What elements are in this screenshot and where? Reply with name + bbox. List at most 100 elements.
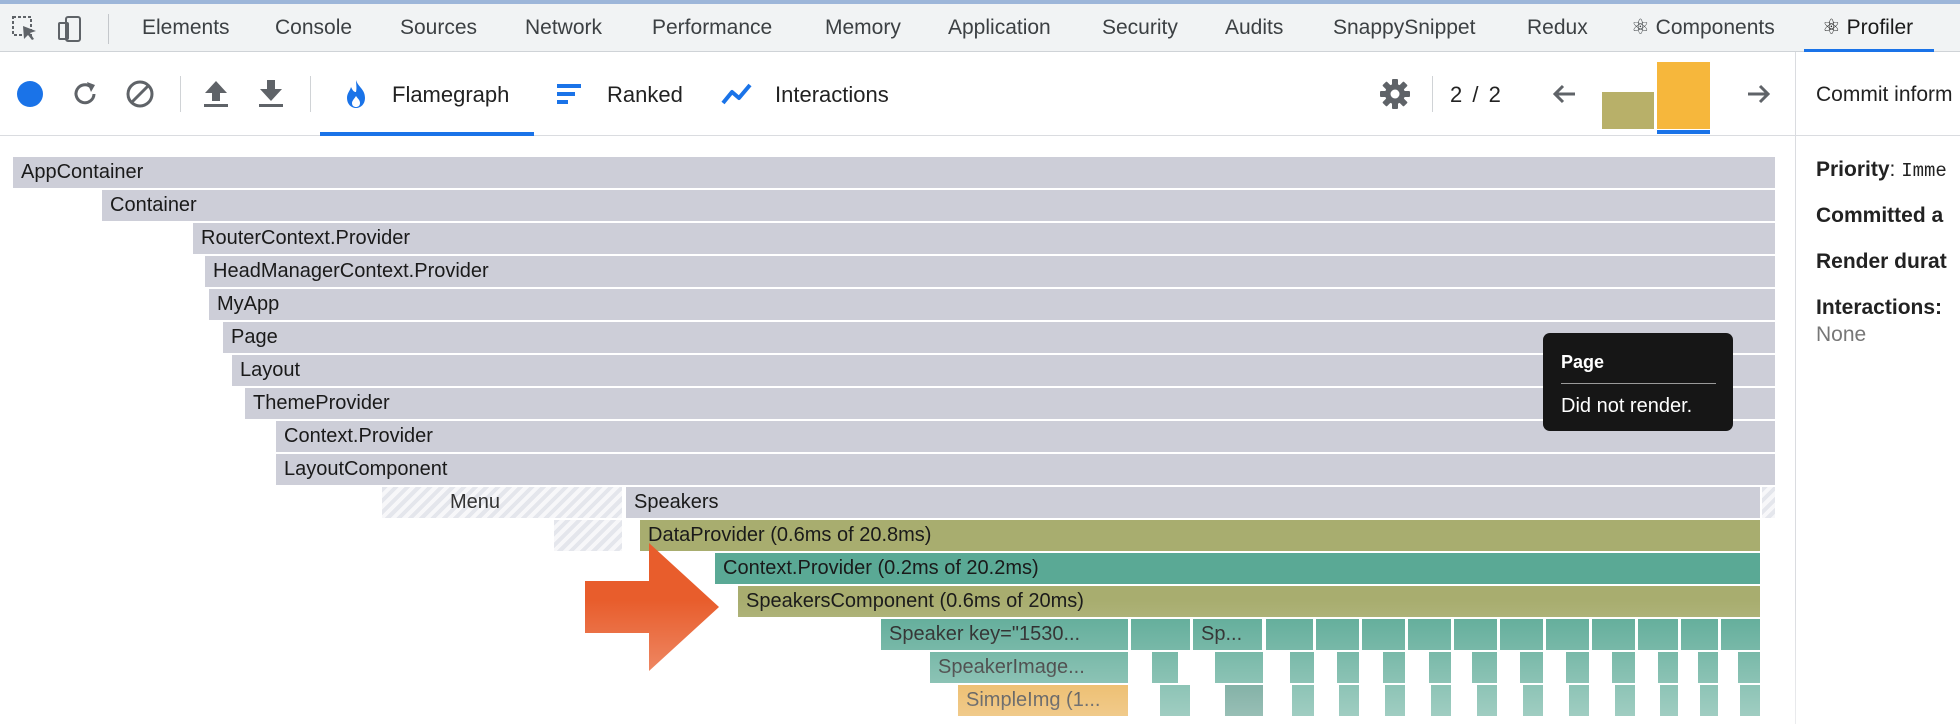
priority-label: Priority: [1816, 158, 1890, 181]
commit-counter: 2 / 2: [1450, 82, 1503, 107]
flame-bar-speakerimage[interactable]: SpeakerImage...: [930, 652, 1128, 683]
flame-bar-page[interactable]: Page: [223, 322, 1775, 353]
commit-bar-1[interactable]: [1602, 92, 1654, 129]
flame-icon[interactable]: [338, 76, 374, 112]
flame-block[interactable]: [1660, 685, 1678, 716]
tab-profiler[interactable]: ⚛ Profiler: [1822, 16, 1914, 39]
tab-sources[interactable]: Sources: [400, 16, 478, 39]
flame-block[interactable]: [1131, 619, 1190, 650]
record-icon[interactable]: [12, 76, 48, 112]
device-toolbar-icon[interactable]: [56, 14, 86, 44]
flame-block[interactable]: [1566, 652, 1589, 683]
commit-bar-2-selected[interactable]: [1657, 62, 1710, 129]
tab-audits[interactable]: Audits: [1225, 16, 1284, 39]
toolbar-divider: [108, 14, 109, 44]
interactions-value: None: [1816, 323, 1867, 346]
flame-block[interactable]: [1383, 652, 1405, 683]
flame-bar-layout[interactable]: Layout: [232, 355, 1775, 386]
inspect-element-icon[interactable]: [10, 14, 40, 44]
flame-bar-dataprovider[interactable]: DataProvider (0.6ms of 20.8ms): [640, 520, 1760, 551]
flame-block[interactable]: [1385, 685, 1405, 716]
flame-block[interactable]: [1215, 652, 1263, 683]
flame-block[interactable]: [1740, 685, 1760, 716]
flame-block[interactable]: [1612, 652, 1635, 683]
tab-redux[interactable]: Redux: [1527, 16, 1588, 39]
tab-console[interactable]: Console: [275, 16, 353, 39]
flame-bar-appcontainer[interactable]: AppContainer: [13, 157, 1775, 188]
render-duration-label: Render durat: [1816, 250, 1947, 273]
flame-bar-speakerscomponent[interactable]: SpeakersComponent (0.6ms of 20ms): [738, 586, 1760, 617]
toolbar-divider: [1432, 76, 1433, 112]
download-icon[interactable]: [253, 76, 289, 112]
flame-bar-themeprovider[interactable]: ThemeProvider: [245, 388, 1775, 419]
flame-block[interactable]: [1738, 652, 1760, 683]
flame-block[interactable]: [1500, 619, 1543, 650]
flame-bar-container[interactable]: Container: [102, 190, 1775, 221]
tooltip-body: Did not render.: [1561, 395, 1693, 417]
flame-block[interactable]: [1569, 685, 1589, 716]
flame-block[interactable]: [1658, 652, 1678, 683]
flame-block[interactable]: [1266, 619, 1313, 650]
flame-bar-routercontext-provider[interactable]: RouterContext.Provider: [193, 223, 1775, 254]
flame-block[interactable]: [1546, 619, 1589, 650]
flame-block[interactable]: [1152, 652, 1178, 683]
flame-bar-myapp[interactable]: MyApp: [209, 289, 1775, 320]
flame-block[interactable]: [1225, 685, 1263, 716]
flame-block[interactable]: [1454, 619, 1497, 650]
flame-block[interactable]: [1681, 619, 1718, 650]
flame-block[interactable]: [1316, 619, 1359, 650]
upload-icon[interactable]: [198, 76, 234, 112]
flame-block[interactable]: [1292, 685, 1314, 716]
flame-block[interactable]: [1431, 685, 1451, 716]
flame-block[interactable]: [1592, 619, 1635, 650]
flame-block[interactable]: [1408, 619, 1451, 650]
clear-icon[interactable]: [122, 76, 158, 112]
commit-info-title: Commit inform: [1816, 83, 1953, 106]
reload-icon[interactable]: [67, 76, 103, 112]
flamegraph-tooltip: Page Did not render.: [1543, 333, 1733, 431]
flamegraph-mode-label[interactable]: Flamegraph: [392, 82, 510, 107]
flame-bar-context-provider-inner[interactable]: Context.Provider (0.2ms of 20.2ms): [715, 553, 1760, 584]
tab-security[interactable]: Security: [1102, 16, 1178, 39]
interactions-icon[interactable]: [720, 76, 756, 112]
flame-bar-sp[interactable]: Sp...: [1193, 619, 1262, 650]
tab-components[interactable]: ⚛ Components: [1631, 16, 1775, 39]
flame-bar-speakers[interactable]: Speakers: [626, 487, 1760, 518]
tab-snappysnippet[interactable]: SnappySnippet: [1333, 16, 1476, 39]
flame-block[interactable]: [1429, 652, 1451, 683]
flame-block[interactable]: [1615, 685, 1635, 716]
next-commit-arrow-icon[interactable]: [1740, 76, 1776, 112]
flame-block[interactable]: [1477, 685, 1497, 716]
settings-gear-icon[interactable]: [1377, 76, 1413, 112]
previous-commit-arrow-icon[interactable]: [1547, 76, 1583, 112]
flame-block[interactable]: [1638, 619, 1678, 650]
flame-block[interactable]: [1472, 652, 1497, 683]
flame-bar-menu[interactable]: Menu: [382, 487, 622, 518]
flame-block[interactable]: [1520, 652, 1543, 683]
flame-bar-layoutcomponent[interactable]: LayoutComponent: [276, 454, 1775, 485]
flame-block[interactable]: [1700, 685, 1718, 716]
tab-performance[interactable]: Performance: [652, 16, 773, 39]
flame-block[interactable]: [1160, 685, 1190, 716]
devtools-tab-bar: Elements Console Sources Network Perform…: [0, 0, 1960, 52]
flame-block[interactable]: [1362, 619, 1405, 650]
tab-application[interactable]: Application: [948, 16, 1051, 39]
tab-network[interactable]: Network: [525, 16, 603, 39]
flame-block[interactable]: [1339, 685, 1359, 716]
ranked-mode-label[interactable]: Ranked: [607, 82, 683, 107]
flame-bar-simpleimg[interactable]: SimpleImg (1...: [958, 685, 1128, 716]
flame-bar-speaker-key[interactable]: Speaker key="1530...: [881, 619, 1128, 650]
ranked-icon[interactable]: [552, 76, 588, 112]
flame-block[interactable]: [1698, 652, 1718, 683]
flame-block[interactable]: [1290, 652, 1314, 683]
flame-block[interactable]: [1523, 685, 1543, 716]
flame-bar-hatched-block: [554, 520, 622, 551]
active-tab-indicator: [1804, 49, 1934, 52]
flame-bar-context-provider[interactable]: Context.Provider: [276, 421, 1775, 452]
flame-block[interactable]: [1337, 652, 1359, 683]
tab-elements[interactable]: Elements: [142, 16, 230, 39]
tab-memory[interactable]: Memory: [825, 16, 901, 39]
interactions-mode-label[interactable]: Interactions: [775, 82, 889, 107]
flame-bar-headmanagercontext-provider[interactable]: HeadManagerContext.Provider: [205, 256, 1775, 287]
flame-block[interactable]: [1721, 619, 1760, 650]
